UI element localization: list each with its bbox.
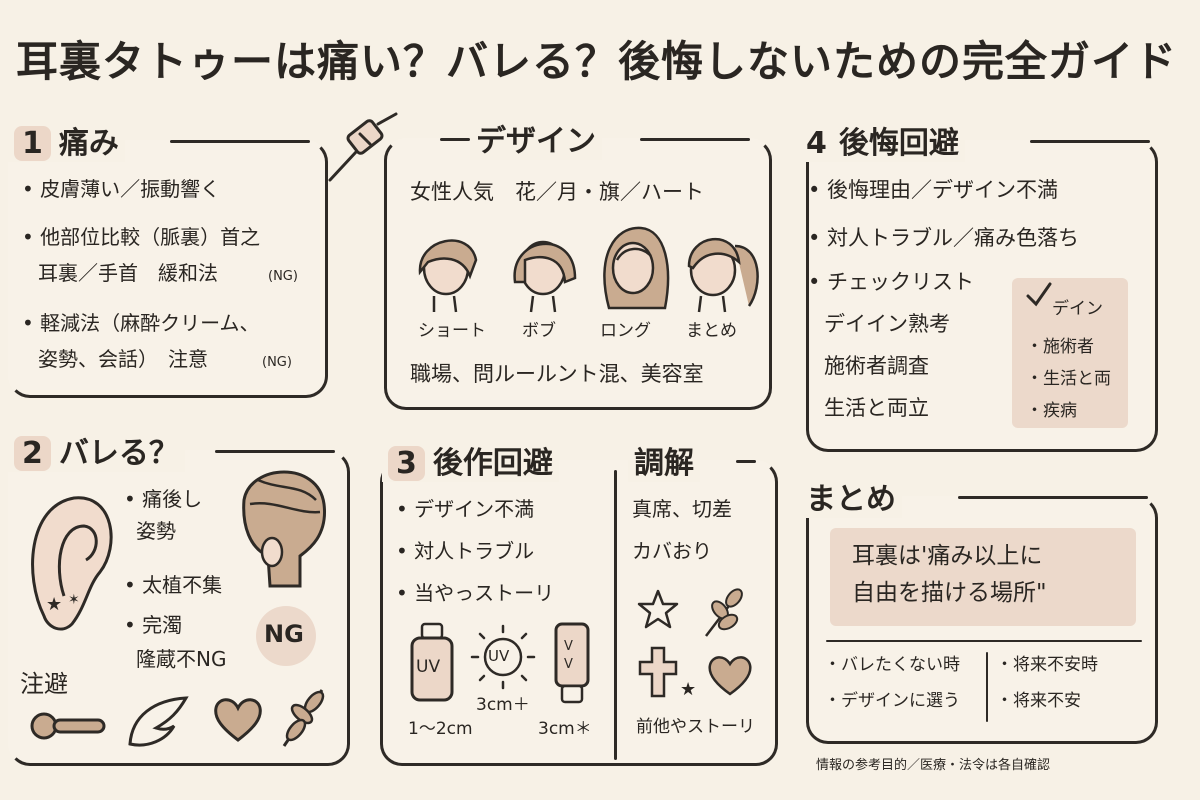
pain-ng-1: (NG) [268,269,298,284]
aftercare-item-1: • デザイン不満 [396,497,535,521]
hairstyle-bob: ボブ [522,321,556,341]
regret-item-1: • 後悔理由／デザイン不満 [808,178,1059,202]
pain-ng-2: (NG) [262,355,292,370]
hairstyle-short: ショート [418,321,486,341]
regret-item-6: 生活と両立 [824,396,929,420]
pain-item-5: 姿勢、会話） 注意 [38,347,208,371]
svg-text:V: V [564,657,573,672]
leaf-branch-icon [282,689,325,747]
regret-item-4: デイイン熟考 [824,312,950,336]
pain-item-2: • 他部位比較（脈裏）首之 [22,225,261,249]
earring-bar-icon [30,712,106,740]
updo-hair-face-icon [687,237,759,313]
summary-heading: まとめ [800,474,902,518]
exposure-item-2: 姿勢 [136,519,176,543]
pain-divider [170,140,310,143]
wing-icon [128,696,189,747]
regret-divider [1030,140,1150,143]
star-icon [637,589,679,629]
exposure-number: 2 [14,436,51,471]
design-places: 職場、問ルールント混、美容室 [410,362,704,386]
flower-sprig-icon [705,588,743,637]
pain-panel [8,140,328,398]
hairstyle-updo: まとめ [686,321,737,341]
adjust-caption: 前他やストーリ [636,717,755,737]
size-label-1: 3cm＋ [476,695,530,715]
short-hair-face-icon [418,239,478,313]
hairstyle-long: ロング [600,321,651,341]
heart-icon [214,698,262,742]
sunscreen-tube-icon: V V [554,622,590,704]
checklist-card-3: ・生活と両 [1026,369,1111,389]
sun-uv-icon [470,624,536,690]
summary-left-1: ・バレたくない時 [824,655,960,675]
svg-text:★: ★ [46,594,62,615]
size-label-3: 3cm＊ [538,719,592,739]
checklist-card [1012,278,1128,428]
aftercare-panel [380,460,778,766]
checkmark-icon [1026,282,1052,307]
aftercare-column-divider [614,470,617,760]
summary-divider [958,496,1148,499]
uv-label-sun: UV [488,647,510,665]
pain-number: 1 [14,126,51,161]
adjust-item-2: カバおり [632,539,712,563]
long-hair-face-icon [603,226,670,310]
ear-icon: ★ ✶ [31,496,113,631]
checklist-card-1: デイン [1052,299,1103,319]
design-divider-left [440,138,470,141]
checklist-card-2: ・施術者 [1026,337,1094,357]
aftercare-item-2: • 対人トラブル [396,539,535,563]
aftercare-number: 3 [388,446,425,481]
exposure-item-3: • 太植不集 [124,573,223,597]
footer-disclaimer: 情報の参考目的／医療・法令は各自確認 [816,758,1051,773]
summary-right-2: ・将来不安 [996,691,1081,711]
design-divider-right [640,138,750,141]
adjust-item-1: 真席、切差 [632,497,732,521]
size-label-2: 1〜2cm [408,719,473,739]
exposure-item-4: • 完濁 [124,613,183,637]
summary-message-box [830,528,1136,626]
adjust-heading: 調解 [628,438,700,482]
aftercare-divider [736,460,756,463]
pain-item-4: • 軽減法（麻酔クリーム、 [22,311,260,335]
head-back-view-icon [242,470,326,588]
svg-text:V: V [564,639,573,654]
exposure-item-1: • 痛後し [124,487,203,511]
exposure-divider [215,450,335,453]
design-popular: 女性人気 花／月・旗／ハート [410,180,704,204]
cross-icon [638,646,678,698]
design-heading: デザイン [470,116,602,160]
summary-message: 耳裏は'痛み以上に 自由を描ける場所" [852,543,1047,606]
checklist-card-4: ・疾病 [1026,401,1077,421]
pain-item-3: 耳裏／手首 緩和法 [38,261,218,285]
regret-item-5: 施術者調査 [824,354,929,378]
svg-text:✶: ✶ [68,592,80,608]
sunscreen-bottle-icon [410,622,454,702]
heart-outline-icon [708,656,752,696]
bob-hair-face-icon [513,240,577,313]
summary-left-2: ・デザインに選う [824,691,960,711]
summary-column-divider [986,652,988,722]
ng-badge [256,606,316,666]
regret-number: 4 [806,126,827,161]
pain-item-1: • 皮膚薄い／振動響く [22,177,221,201]
regret-item-2: • 対人トラブル／痛み色落ち [808,226,1080,250]
small-star-icon: ★ [680,679,697,700]
tattoo-machine-icon [328,112,398,182]
ng-badge-label: NG [264,620,304,648]
page-title: 耳裏タトゥーは痛い？バレる？後悔しないための完全ガイド [16,37,1178,86]
exposure-hide-label: 注避 [20,670,68,698]
aftercare-item-3: • 当やっストーリ [396,581,555,605]
summary-right-1: ・将来不安時 [996,655,1098,675]
uv-label-bottle: UV [416,657,441,677]
exposure-item-5: 隆蔵不NG [136,647,227,671]
regret-item-3: • チェックリスト [808,270,975,294]
summary-separator [826,640,1142,642]
